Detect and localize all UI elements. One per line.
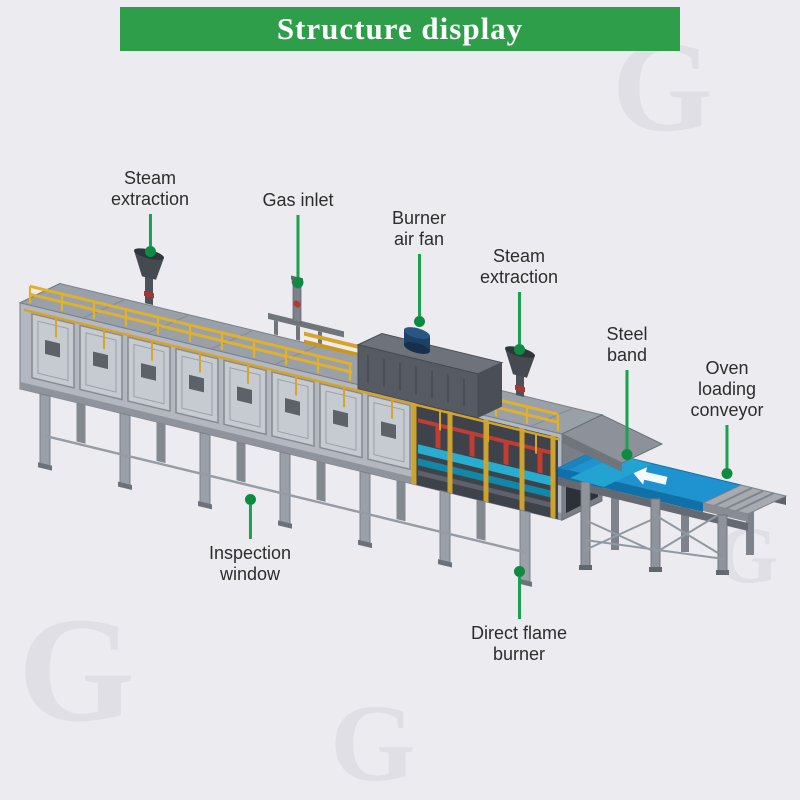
- pointer-dot: [513, 344, 525, 355]
- label-direct-flame-burner: Direct flame burner: [471, 566, 567, 665]
- label-text: Burner air fan: [391, 208, 447, 249]
- title-banner: Structure display: [120, 7, 680, 51]
- steam-funnel-right: [505, 346, 535, 397]
- hanger-hooks: [55, 316, 537, 454]
- label-steel-band: Steel band: [606, 324, 648, 460]
- oven-assembly: [18, 248, 604, 588]
- bay-columns: [411, 401, 556, 519]
- label-burner-air-fan: Burner air fan: [392, 208, 446, 327]
- label-text: Steam extraction: [110, 168, 190, 209]
- page-title: Structure display: [276, 11, 524, 46]
- pointer-dot: [721, 468, 733, 479]
- leader-line: [725, 425, 729, 468]
- pointer-dot: [144, 246, 156, 257]
- leader-line: [248, 505, 252, 539]
- leader-line: [517, 292, 521, 344]
- label-text: Oven loading conveyor: [690, 358, 764, 420]
- top-face-seams: [83, 299, 573, 427]
- label-steam-extraction-left: Steam extraction: [111, 168, 189, 257]
- exit-steel-band: [570, 455, 652, 487]
- steam-funnel-left: [134, 248, 164, 306]
- leader-line: [296, 215, 300, 277]
- pointer-dot: [513, 566, 525, 577]
- direct-flame-burners: [435, 426, 543, 474]
- label-oven-loading-conveyor: Oven loading conveyor: [690, 358, 764, 479]
- leader-line: [517, 577, 521, 619]
- pointer-dot: [292, 277, 304, 288]
- hanger-rail: [24, 308, 560, 441]
- leader-line: [625, 370, 629, 449]
- discharge-hood: [560, 414, 664, 472]
- leader-line: [417, 254, 421, 316]
- leader-line: [148, 214, 152, 246]
- label-text: Direct flame burner: [470, 623, 568, 664]
- leg-rail: [45, 434, 525, 554]
- label-gas-inlet: Gas inlet: [262, 190, 334, 288]
- burner-air-fan-unit: [356, 327, 504, 419]
- label-text: Inspection window: [208, 543, 292, 584]
- pointer-dot: [621, 449, 633, 460]
- interior-bays: [411, 401, 558, 520]
- label-text: Steam extraction: [479, 246, 559, 287]
- label-text: Steel band: [606, 324, 648, 365]
- label-steam-extraction-right: Steam extraction: [480, 246, 558, 355]
- conveyor-braces: [584, 514, 725, 560]
- label-inspection-window: Inspection window: [209, 494, 291, 585]
- label-text: Gas inlet: [262, 190, 334, 210]
- conveyor-direction-arrow-icon: [633, 467, 668, 485]
- pointer-dot: [413, 316, 425, 327]
- pointer-dot: [244, 494, 256, 505]
